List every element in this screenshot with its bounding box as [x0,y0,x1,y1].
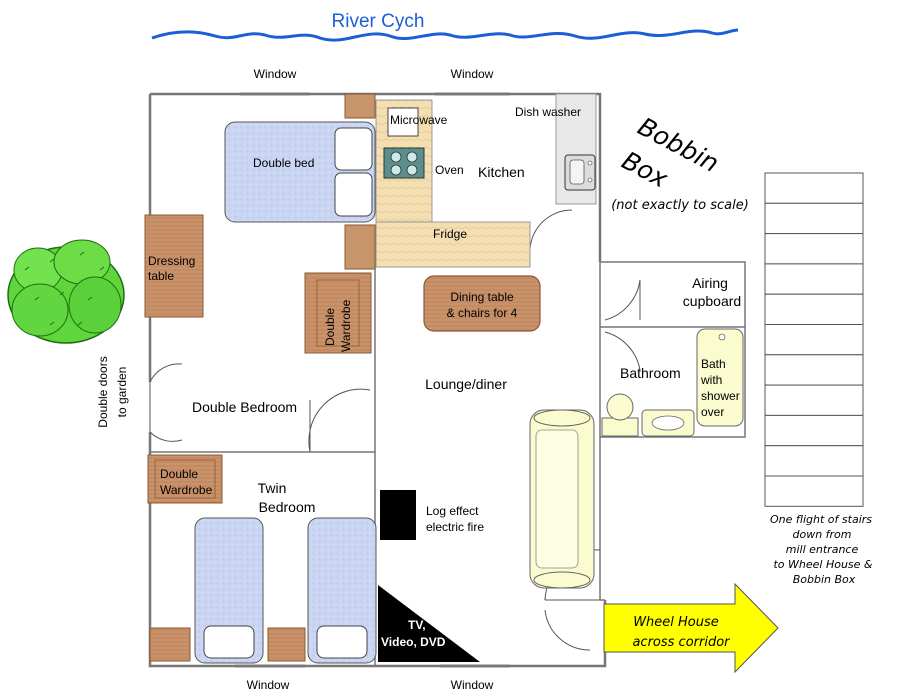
oven-label: Oven [435,163,464,177]
dressing-table [144,214,204,318]
bedroom-wardrobe-inner [316,279,360,347]
title-note: (not exactly to scale) [611,198,749,213]
stairs-label-3: mill entrance [786,543,859,556]
kitchen-cabinet-top [344,93,376,119]
fire-label-2: electric fire [426,520,484,534]
kitchen-label: Kitchen [478,164,525,180]
twin-bedroom-label-2: Bedroom [259,499,316,515]
basin-icon [641,409,695,437]
stairs-label-5: Bobbin Box [793,573,856,586]
dressing-table-label-2: table [148,269,174,283]
stair-step [764,384,864,416]
oven-hob-icon [383,147,425,179]
stair-step [764,445,864,477]
dishwasher-label: Dish washer [515,105,581,119]
wheel-house-arrow [603,582,779,674]
window-label-top-right: Window [451,67,494,81]
stairs [764,172,864,507]
twin-bed-right [307,517,377,664]
bath [696,328,744,427]
fridge-counter [375,221,531,268]
garden-doors-label-1: Double doors [96,356,110,427]
bathroom-label: Bathroom [620,365,681,381]
airing-label-2: cupboard [683,293,741,309]
fridge-label: Fridge [433,227,467,241]
river-label: River Cych [332,11,425,32]
bath-label-3: shower [701,389,740,403]
twin-bedroom-label-1: Twin [258,480,287,496]
bedroom-wardrobe-label-1: Double [323,308,337,346]
tv-label-2: Video, DVD [381,635,446,649]
tv-unit [378,585,480,662]
bath-label-1: Bath [701,357,726,371]
double-bedroom-label: Double Bedroom [192,399,297,415]
stair-step [764,293,864,326]
twin-bed-left [194,517,264,664]
stair-step [764,354,864,386]
double-bed [224,121,376,223]
dressing-table-label-1: Dressing [148,254,195,268]
dining-table-label-2: & chairs for 4 [447,306,518,320]
twin-wardrobe-label-2: Wardrobe [160,483,213,497]
twin-wardrobe [147,454,223,504]
toilet-icon [601,393,639,437]
dining-table-label-1: Dining table [450,290,514,304]
tv-label-1: TV, [408,618,426,632]
fire-icon [380,490,416,540]
sofa [529,409,595,589]
bedside-table-right [267,627,306,662]
stairs-label-2: down from [792,528,851,541]
garden-doors-label-2: to garden [115,367,129,418]
stair-step [764,172,864,204]
bedside-table-left [149,627,191,662]
stair-step [764,202,864,235]
airing-label-1: Airing [692,275,728,291]
bedroom-wardrobe-label-2: Wardrobe [339,299,353,352]
arrow-label-2: across corridor [632,635,731,650]
sink-icon [564,154,596,191]
kitchen-cabinet-mid [344,224,376,270]
dining-table [423,275,541,332]
river-line [151,28,739,42]
stair-step [764,475,864,507]
stair-step [764,414,864,447]
fire-label-1: Log effect [426,504,479,518]
lounge-diner-label: Lounge/diner [425,376,507,392]
double-bed-label: Double bed [253,156,314,170]
window-label-bottom-left: Window [247,678,290,692]
bush-icon [7,239,125,344]
stair-step [764,263,864,295]
microwave-label: Microwave [390,113,448,127]
stairs-label-4: to Wheel House & [773,558,872,571]
arrow-label-1: Wheel House [633,615,719,630]
microwave-box [387,107,419,137]
stair-step [764,233,864,265]
stair-step [764,324,864,356]
stairs-label-1: One flight of stairs [770,513,872,526]
window-label-top-left: Window [254,67,297,81]
twin-wardrobe-label-1: Double [160,467,198,481]
bath-label-2: with [700,373,722,387]
bedroom-wardrobe [304,272,372,354]
window-label-bottom-right: Window [451,678,494,692]
twin-wardrobe-inner [154,459,216,499]
bath-label-4: over [701,405,724,419]
